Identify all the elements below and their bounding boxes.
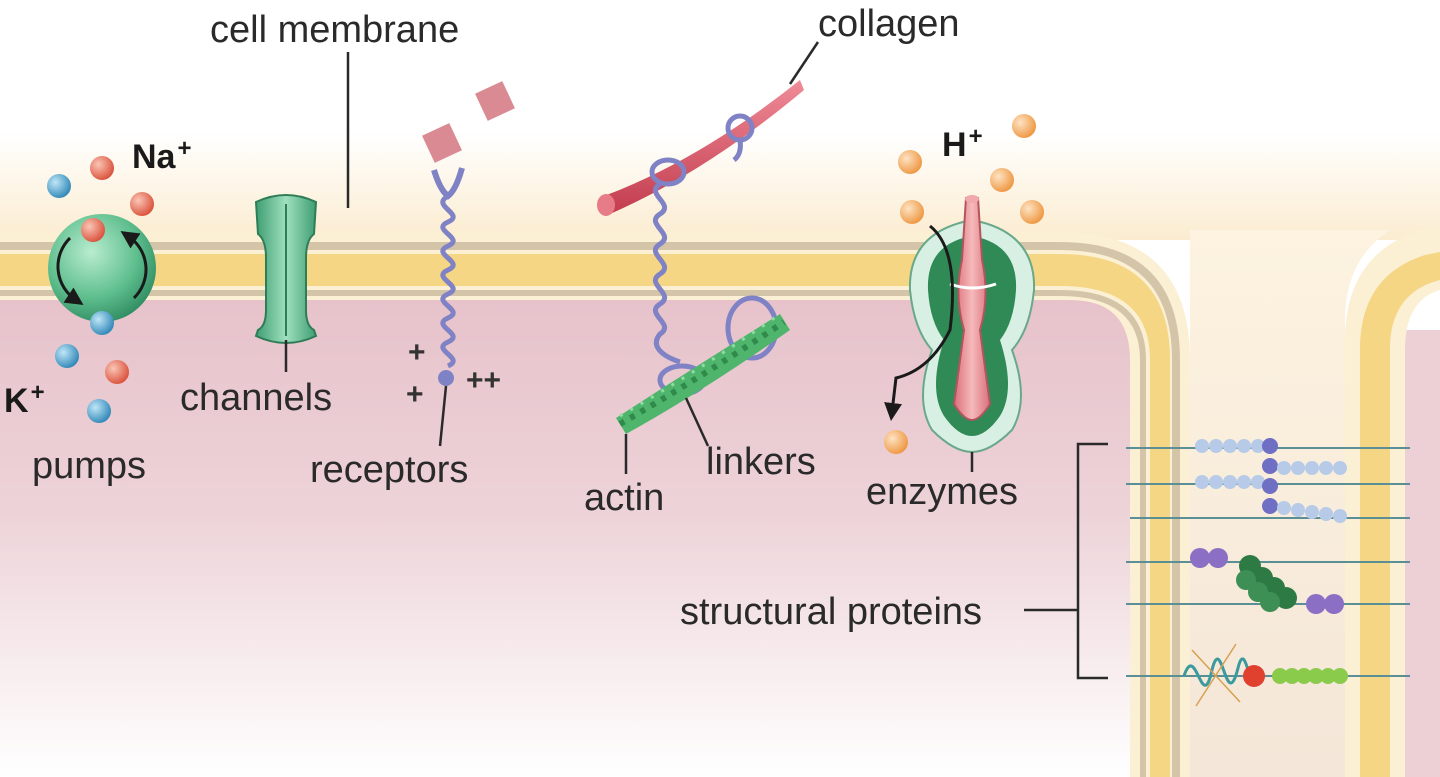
neighbor-cytoplasm	[1400, 330, 1440, 777]
ion-channel	[254, 194, 318, 344]
linkers-leader	[684, 397, 710, 447]
structural-proteins-bracket	[1076, 442, 1108, 680]
channels-label: channels	[180, 377, 332, 419]
collagen-label: collagen	[818, 3, 960, 45]
hydrogen-ions	[884, 114, 1044, 454]
potassium-ions	[47, 174, 114, 423]
sodium-ion	[81, 218, 105, 242]
cell-membrane-label: cell membrane	[210, 9, 459, 51]
tight-junction-protein	[1182, 643, 1348, 707]
sodium-ion	[130, 192, 154, 216]
sodium-label: Na+	[132, 135, 191, 176]
hydrogen-ion	[900, 200, 924, 224]
hydrogen-ion	[990, 168, 1014, 192]
membrane-enzyme	[884, 195, 1036, 454]
desmosome-protein	[1190, 548, 1344, 614]
pumps-label: pumps	[32, 445, 146, 487]
receptors-leader	[438, 385, 448, 447]
collagen-leader	[788, 41, 820, 85]
receptor-charge: +	[408, 336, 426, 369]
hydrogen-ion	[898, 150, 922, 174]
ligand-molecules	[422, 81, 515, 163]
enzymes-label: enzymes	[866, 471, 1018, 513]
sodium-ion	[90, 156, 114, 180]
ligand	[475, 81, 515, 121]
hydrogen-ion	[884, 430, 908, 454]
hydrogen-ion	[1020, 200, 1044, 224]
linkers-label: linkers	[706, 441, 816, 483]
potassium-ion	[90, 311, 114, 335]
sodium-ions	[81, 156, 154, 384]
potassium-ion	[87, 399, 111, 423]
potassium-ion	[47, 174, 71, 198]
sodium-ion	[105, 360, 129, 384]
extracellular-space	[0, 0, 1440, 240]
ligand	[422, 123, 462, 163]
receptor-protein	[431, 167, 465, 386]
cytoplasm	[0, 298, 1130, 777]
hydrogen-label: H+	[942, 123, 983, 164]
receptor-charge: ++	[466, 364, 501, 397]
receptor-charge: +	[406, 378, 424, 411]
intercellular-gap	[1190, 230, 1390, 777]
hydrogen-ion	[1012, 114, 1036, 138]
sodium-potassium-pump	[48, 214, 156, 322]
actin-label: actin	[584, 477, 664, 519]
receptors-label: receptors	[310, 449, 468, 491]
actin-filament	[616, 312, 790, 434]
neighbor-cell-membrane	[1345, 226, 1440, 777]
potassium-label: K+	[4, 379, 45, 420]
cadherin-chains	[1195, 438, 1347, 523]
structural-proteins-label: structural proteins	[680, 591, 982, 633]
potassium-ion	[55, 344, 79, 368]
